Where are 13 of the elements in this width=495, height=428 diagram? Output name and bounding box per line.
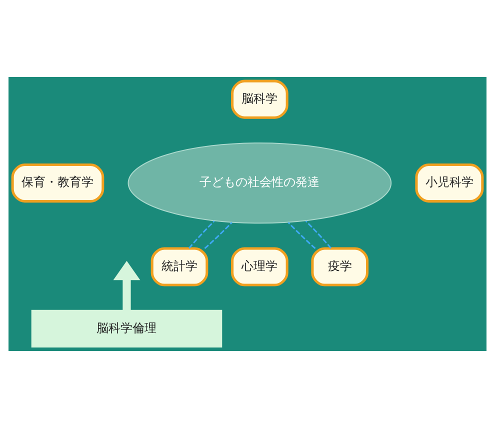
connector: [288, 222, 316, 250]
node-box: 心理学: [231, 247, 288, 286]
node-box: 疫学: [311, 247, 369, 286]
connector: [305, 220, 332, 249]
connector: [204, 222, 232, 250]
node-box: 脳科学倫理: [31, 310, 222, 348]
arrow: [113, 260, 140, 310]
node-box: 小児科学: [415, 164, 484, 203]
connector: [188, 220, 215, 249]
node-box: 脳科学: [231, 80, 288, 119]
node-box: 保育・教育学: [11, 164, 104, 203]
node-ellipse: 子どもの社会性の発達: [128, 142, 392, 224]
node-box: 統計学: [150, 247, 208, 286]
